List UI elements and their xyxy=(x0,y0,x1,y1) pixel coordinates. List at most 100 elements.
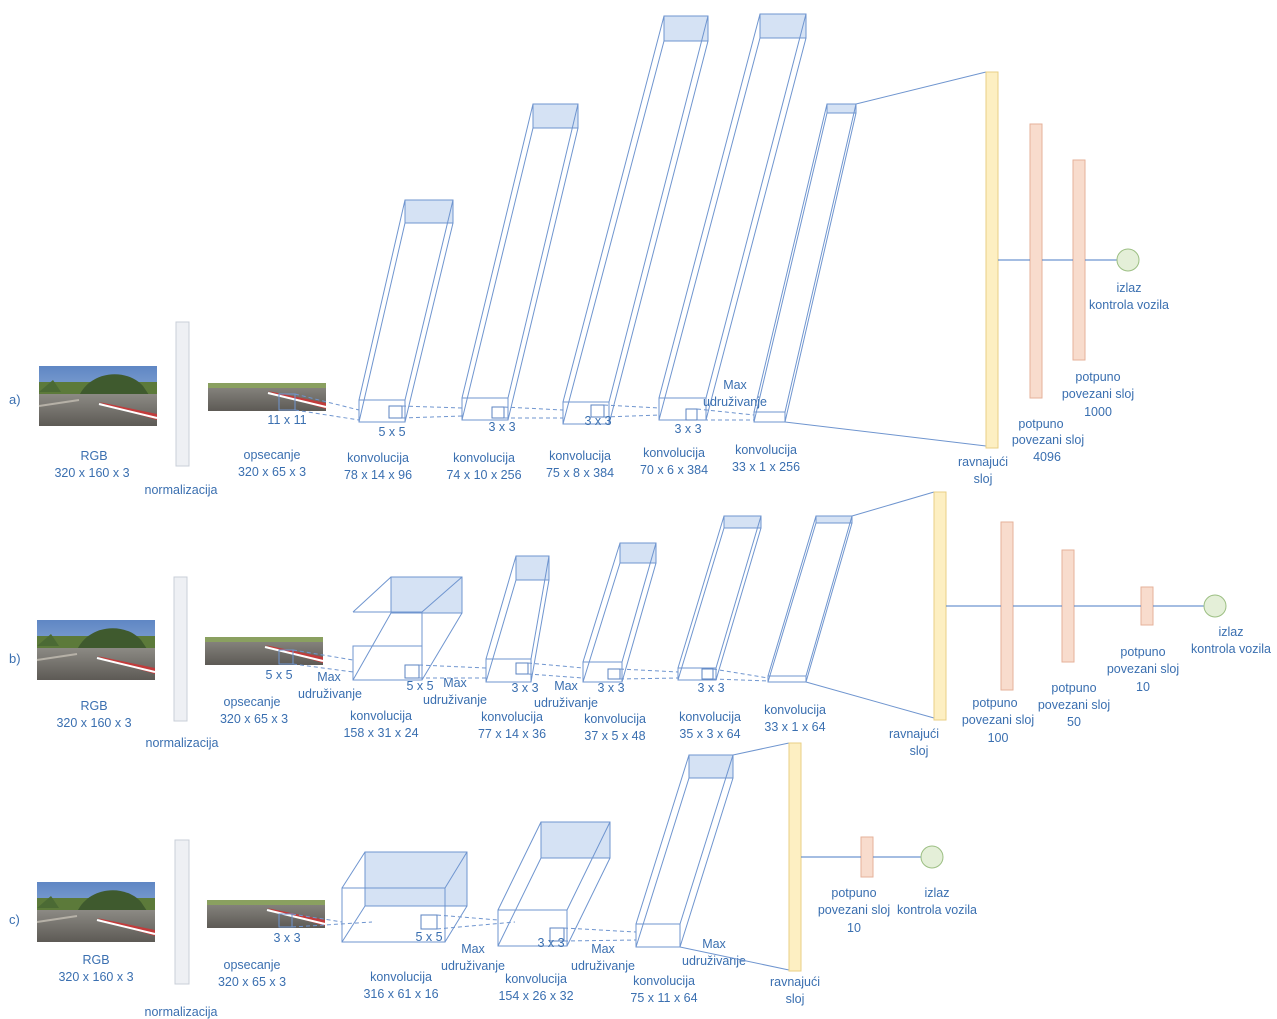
conv-dims-a2: 74 x 10 x 256 xyxy=(446,468,521,482)
kernel-label-c1: 5 x 5 xyxy=(415,930,442,944)
pool-label-b2: Max xyxy=(443,676,467,690)
fc-size-b1: 100 xyxy=(988,731,1009,745)
conv-block-c1 xyxy=(342,852,467,942)
row-label-a: a) xyxy=(9,392,21,407)
output-desc-b: kontrola vozila xyxy=(1191,642,1271,656)
fc-label-a1-2: povezani sloj xyxy=(1012,433,1084,447)
fc-size-b2: 50 xyxy=(1067,715,1081,729)
conv-label-a3: konvolucija xyxy=(549,449,611,463)
fc-size-a1: 4096 xyxy=(1033,450,1061,464)
conv-label-c1: konvolucija xyxy=(370,970,432,984)
fc-layer-a1 xyxy=(1030,124,1042,398)
pool-label-b3: Max xyxy=(554,679,578,693)
fc-size-c1: 10 xyxy=(847,921,861,935)
kernel-label-a4: 3 x 3 xyxy=(674,422,701,436)
conv-block-a4 xyxy=(659,14,806,420)
fc-label-b1-2: povezani sloj xyxy=(962,713,1034,727)
fc-label-a2: potpuno xyxy=(1075,370,1120,384)
cropped-image-c xyxy=(207,900,325,928)
input-label-b: RGB xyxy=(80,699,107,713)
normalization-label-a: normalizacija xyxy=(145,483,218,497)
output-label-b: izlaz xyxy=(1218,625,1243,639)
flatten-layer-c xyxy=(789,743,801,971)
crop-kernel-label-b: 5 x 5 xyxy=(265,668,292,682)
input-dims-b: 320 x 160 x 3 xyxy=(56,716,131,730)
input-dims-a: 320 x 160 x 3 xyxy=(54,466,129,480)
conv-block-b1 xyxy=(353,577,462,680)
pool-label-b3-2: udruživanje xyxy=(534,696,598,710)
row-a: a) RGB 320 x 160 x 3 normalizacija 11 x … xyxy=(9,14,1169,497)
conv-block-a1 xyxy=(359,200,453,422)
fc-label-b2-2: povezani sloj xyxy=(1038,698,1110,712)
conv-label-c3: konvolucija xyxy=(633,974,695,988)
row-label-b: b) xyxy=(9,651,21,666)
input-dims-c: 320 x 160 x 3 xyxy=(58,970,133,984)
conv-label-b2: konvolucija xyxy=(481,710,543,724)
normalization-label-b: normalizacija xyxy=(146,736,219,750)
pool-label-c3: Max xyxy=(702,937,726,951)
kernel-label-a1: 5 x 5 xyxy=(378,425,405,439)
conv-block-c3 xyxy=(636,755,733,947)
conv-label-b5: konvolucija xyxy=(764,703,826,717)
input-image-c xyxy=(37,882,155,942)
crop-dims-b: 320 x 65 x 3 xyxy=(220,712,288,726)
input-label-c: RGB xyxy=(82,953,109,967)
conv-block-b2 xyxy=(486,556,549,682)
kernel-label-a3: 3 x 3 xyxy=(584,414,611,428)
fc-layer-a2 xyxy=(1073,160,1085,360)
input-label-a: RGB xyxy=(80,449,107,463)
fc-size-a2: 1000 xyxy=(1084,405,1112,419)
output-node-c xyxy=(921,846,943,868)
kernel-label-a2: 3 x 3 xyxy=(488,420,515,434)
flatten-label-a: ravnajući xyxy=(958,455,1008,469)
pool-label-a: Max xyxy=(723,378,747,392)
row-c: c) RGB 320 x 160 x 3 normalizacija 3 x 3… xyxy=(9,743,977,1019)
conv-dims-c1: 316 x 61 x 16 xyxy=(363,987,438,1001)
normalization-layer-b xyxy=(174,577,187,721)
conv-label-b4: konvolucija xyxy=(679,710,741,724)
conv-block-b4 xyxy=(678,516,761,680)
conv-label-c2: konvolucija xyxy=(505,972,567,986)
fc-label-c1: potpuno xyxy=(831,886,876,900)
flatten-label-a-2: sloj xyxy=(974,472,993,486)
fc-layer-b2 xyxy=(1062,550,1074,662)
conv-dims-b3: 37 x 5 x 48 xyxy=(584,729,645,743)
fc-layer-b3 xyxy=(1141,587,1153,625)
pool-label-a-2: udruživanje xyxy=(703,395,767,409)
flatten-label-c-2: sloj xyxy=(786,992,805,1006)
pool-label-c1: Max xyxy=(461,942,485,956)
conv-label-b1: konvolucija xyxy=(350,709,412,723)
conv-dims-b5: 33 x 1 x 64 xyxy=(764,720,825,734)
row-label-c: c) xyxy=(9,912,20,927)
crop-dims-c: 320 x 65 x 3 xyxy=(218,975,286,989)
conv-block-b3 xyxy=(583,543,656,682)
flatten-layer-a xyxy=(986,72,998,448)
flatten-layer-b xyxy=(934,492,946,720)
conv-dims-a5: 33 x 1 x 256 xyxy=(732,460,800,474)
fc-label-a2-2: povezani sloj xyxy=(1062,387,1134,401)
conv-block-a2 xyxy=(462,104,578,420)
crop-kernel-label-a: 11 x 11 xyxy=(267,413,306,427)
conv-block-a3 xyxy=(563,16,708,424)
pool-label-c2: Max xyxy=(591,942,615,956)
conv-dims-b2: 77 x 14 x 36 xyxy=(478,727,546,741)
crop-dims-a: 320 x 65 x 3 xyxy=(238,465,306,479)
cropped-image-b xyxy=(205,637,323,665)
normalization-layer-c xyxy=(175,840,189,984)
fc-layer-b1 xyxy=(1001,522,1013,690)
fc-layer-c1 xyxy=(861,837,873,877)
pool-label-c3-2: udruživanje xyxy=(682,954,746,968)
pool-label-c2-2: udruživanje xyxy=(571,959,635,973)
input-image-b xyxy=(37,620,155,680)
conv-block-b5 xyxy=(768,516,852,682)
conv-dims-a1: 78 x 14 x 96 xyxy=(344,468,412,482)
flatten-label-c: ravnajući xyxy=(770,975,820,989)
fc-label-a1: potpuno xyxy=(1018,417,1063,431)
conv-dims-c2: 154 x 26 x 32 xyxy=(498,989,573,1003)
output-node-b xyxy=(1204,595,1226,617)
fc-label-b1: potpuno xyxy=(972,696,1017,710)
fc-label-b3: potpuno xyxy=(1120,645,1165,659)
output-desc-c: kontrola vozila xyxy=(897,903,977,917)
conv-label-a5: konvolucija xyxy=(735,443,797,457)
